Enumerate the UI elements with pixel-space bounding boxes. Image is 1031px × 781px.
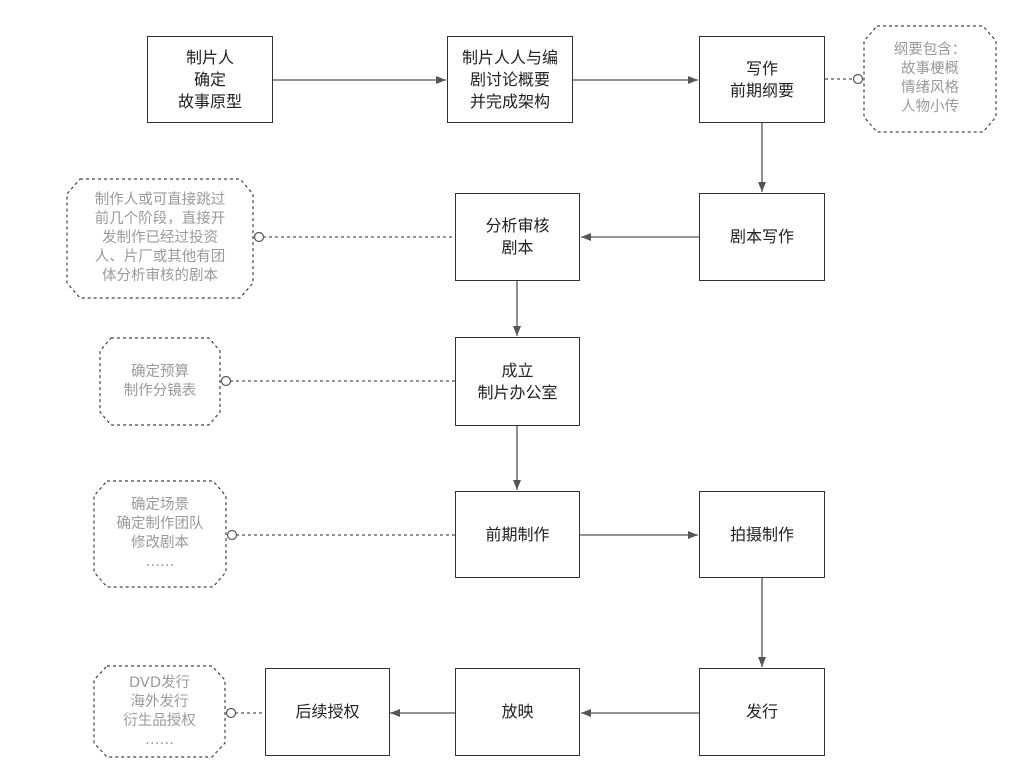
step-screening: 放映	[455, 668, 580, 756]
note-budget: 确定预算 制作分镜表	[99, 337, 221, 426]
step-script-writing: 剧本写作	[699, 193, 825, 281]
step-analyze-script: 分析审核 剧本	[455, 193, 580, 281]
note-producer-skip-text: 制作人或可直接跳过 前几个阶段，直接开 发制作已经过投资 人、片厂或其他有团 体…	[94, 192, 226, 284]
note-frame	[66, 178, 254, 299]
dash-budget-note-end	[220, 375, 232, 387]
step-licensing: 后续授权	[265, 668, 390, 756]
note-outline-contents-text: 纲要包含： 故事梗概 情绪风格 人物小传	[893, 42, 967, 115]
dash-outline-note-end	[852, 73, 864, 85]
dash-licensing-note-end	[225, 707, 237, 719]
note-preproduction-tasks-text: 确定场景 确定制作团队 修改剧本 ……	[116, 497, 204, 570]
note-outline-contents: 纲要包含： 故事梗概 情绪风格 人物小传	[863, 25, 997, 133]
step-producer-confirm: 制片人 确定 故事原型	[147, 36, 273, 123]
note-frame	[99, 337, 221, 426]
note-frame	[93, 480, 227, 588]
step-distribution: 发行	[699, 668, 825, 756]
note-licensing-items-text: DVD发行 海外发行 衍生品授权 ……	[123, 674, 196, 748]
step-shooting: 拍摄制作	[699, 491, 825, 578]
step-preproduction: 前期制作	[455, 491, 580, 578]
step-write-outline: 写作 前期纲要	[699, 36, 825, 123]
note-budget-text: 确定预算 制作分镜表	[123, 363, 197, 399]
step-discuss-outline: 制片人人与编 剧讨论概要 并完成架构	[447, 36, 573, 123]
step-set-up-office: 成立 制片办公室	[455, 337, 580, 426]
note-producer-skip: 制作人或可直接跳过 前几个阶段，直接开 发制作已经过投资 人、片厂或其他有团 体…	[66, 178, 254, 299]
note-licensing-items: DVD发行 海外发行 衍生品授权 ……	[93, 665, 226, 758]
note-preproduction-tasks: 确定场景 确定制作团队 修改剧本 ……	[93, 480, 227, 588]
note-frame	[93, 665, 226, 758]
note-frame	[863, 25, 997, 133]
dash-preproduction-note-end	[226, 529, 238, 541]
dash-skip-note-end	[253, 231, 265, 243]
